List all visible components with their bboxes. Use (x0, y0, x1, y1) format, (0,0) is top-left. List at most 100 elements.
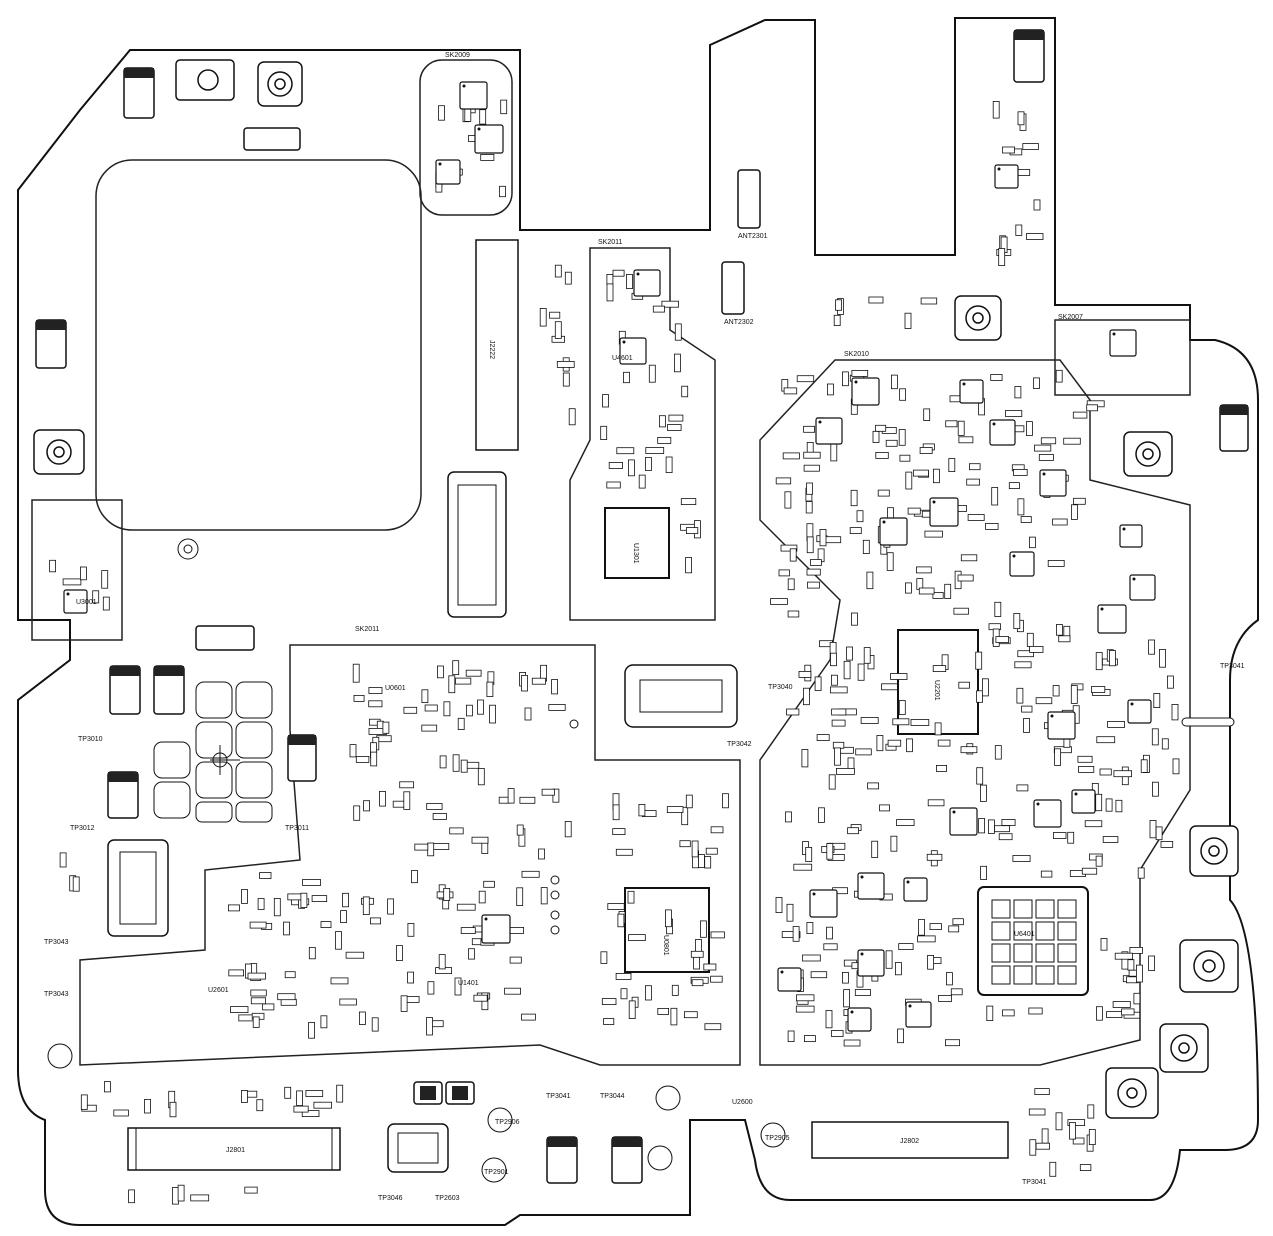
passive-component (340, 910, 347, 923)
passive-component (1049, 1161, 1057, 1177)
passive-component (929, 923, 942, 930)
passive-component (443, 701, 451, 717)
passive-component (898, 429, 906, 446)
passive-component (607, 903, 625, 910)
passive-component (456, 903, 476, 911)
passive-component (407, 923, 415, 937)
passive-component (990, 374, 1003, 381)
tp3041-right: TP3041 (1220, 663, 1245, 670)
passive-component (516, 887, 524, 906)
passive-component (937, 739, 951, 747)
label-u2601: U2601 (208, 987, 229, 994)
passive-component (994, 745, 1002, 760)
passive-component (875, 424, 887, 432)
passive-component (980, 784, 987, 802)
antenna-components (195, 127, 761, 651)
passive-component (967, 514, 985, 521)
passive-component (666, 806, 684, 813)
passive-component (803, 451, 821, 459)
passive-component (805, 501, 813, 514)
passive-component (807, 581, 820, 589)
passive-component (950, 988, 963, 996)
passive-component (944, 583, 952, 599)
tp3010: TP3010 (78, 736, 103, 743)
passive-component (1033, 377, 1040, 389)
tp2901: TP2901 (484, 1169, 509, 1176)
tp3041-mid: TP3041 (546, 1093, 571, 1100)
passive-component (860, 717, 879, 724)
passive-component (862, 539, 870, 554)
tp3043-a: TP3043 (44, 939, 69, 946)
passive-component (958, 681, 970, 689)
passive-component (1137, 867, 1145, 879)
passive-component (957, 574, 974, 582)
passive-component (1086, 404, 1098, 412)
passive-component (691, 840, 699, 858)
passive-component (1028, 1007, 1043, 1015)
qfn-chip (1047, 711, 1076, 740)
passive-component (783, 387, 798, 395)
passive-component (455, 677, 472, 685)
connector-left (107, 839, 169, 937)
passive-component (831, 708, 847, 716)
passive-component (932, 592, 944, 599)
passive-component (227, 904, 240, 912)
passive-component (256, 1099, 264, 1112)
passive-component (684, 1011, 698, 1019)
passive-component (1077, 755, 1093, 763)
passive-component (827, 383, 834, 396)
passive-component (946, 972, 953, 986)
passive-component (938, 995, 953, 1002)
qfn-chip (857, 872, 885, 900)
passive-component (722, 793, 729, 809)
pin1-marker (992, 422, 996, 426)
qfn-chip (1039, 469, 1067, 497)
passive-component (1070, 685, 1078, 704)
passive-component (803, 464, 820, 472)
passive-component (806, 568, 821, 576)
pin1-marker (1042, 472, 1046, 476)
tp3043-b: TP3043 (44, 991, 69, 998)
passive-component (102, 596, 110, 611)
passive-component (403, 791, 411, 810)
passive-component (92, 590, 100, 604)
passive-component (427, 842, 435, 857)
passive-component (657, 436, 672, 444)
passive-component (606, 273, 614, 286)
passive-component (616, 447, 635, 455)
label-sk2010: SK2010 (844, 351, 869, 358)
passive-component (781, 931, 801, 938)
passive-component (387, 898, 395, 915)
passive-component (427, 981, 435, 995)
passive-component (1069, 1122, 1076, 1140)
passive-component (1095, 855, 1103, 867)
passive-component (680, 498, 697, 506)
qfn-chip (929, 497, 959, 527)
passive-component (913, 469, 929, 477)
passive-component (897, 1028, 904, 1044)
passive-component (661, 300, 679, 308)
qfn-chip (851, 377, 880, 406)
passive-component (805, 847, 813, 862)
passive-component (250, 989, 267, 997)
passive-component (612, 269, 625, 277)
passive-component (399, 781, 415, 789)
passive-component (426, 1017, 433, 1036)
pin1-marker (952, 810, 956, 814)
passive-component (1052, 685, 1060, 697)
passive-component (896, 819, 915, 826)
passive-component (785, 811, 792, 823)
passive-component (1035, 697, 1053, 705)
passive-component (277, 993, 296, 1001)
passive-component (1114, 952, 1133, 960)
passive-component (1001, 819, 1016, 826)
passive-component (899, 454, 911, 462)
label-u2201: U2201 (933, 680, 940, 701)
passive-component (851, 612, 858, 626)
tp3042: TP3042 (727, 741, 752, 748)
tp3012: TP3012 (70, 825, 95, 832)
passive-component (352, 663, 360, 683)
passive-component (353, 695, 365, 702)
passive-component (871, 840, 879, 858)
